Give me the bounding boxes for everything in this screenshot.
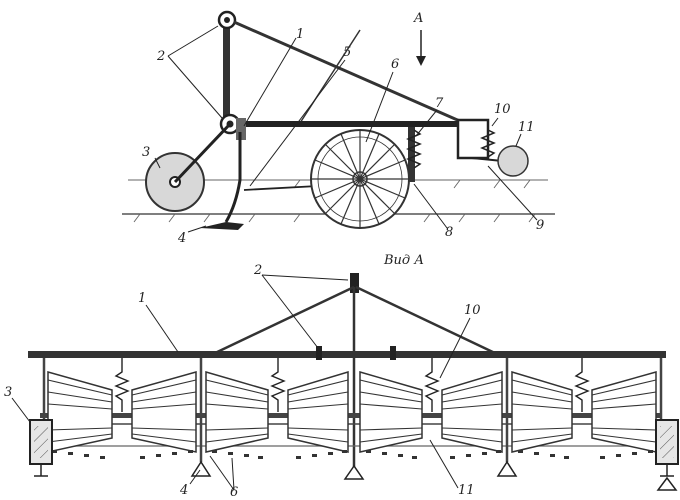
disc-battery-3	[205, 371, 269, 453]
drawbar-right	[355, 285, 498, 356]
callout-5-side: 5	[343, 45, 352, 60]
view-arrow-label: A	[414, 11, 424, 26]
plan-hitch-block	[350, 273, 359, 293]
sweep-share	[200, 222, 244, 230]
traction-rod	[243, 185, 319, 191]
side-view	[122, 10, 555, 233]
roller-11	[497, 145, 529, 177]
shank	[224, 132, 242, 223]
callout-11-side: 11	[518, 120, 535, 135]
beam-clamp-right	[390, 346, 396, 360]
callout-3-side: 3	[142, 145, 151, 160]
plan-support-wheel-right	[655, 419, 679, 477]
plan-view-title: Вид А	[384, 253, 425, 268]
callout-1-plan: 1	[138, 291, 147, 306]
callout-3-plan: 3	[4, 385, 13, 400]
disc-battery-5	[359, 371, 423, 453]
share-row	[52, 450, 653, 459]
main-frame	[230, 121, 460, 127]
mast	[223, 20, 230, 132]
beam-clamp-left	[316, 346, 322, 360]
disc-battery-8	[591, 371, 657, 453]
plan-support-wheel-left	[29, 419, 53, 477]
disc-battery-1	[47, 371, 113, 453]
disc-rotor	[310, 129, 410, 229]
callout-9-side: 9	[536, 218, 545, 233]
callout-10-plan: 10	[464, 303, 481, 318]
plan-springs	[114, 358, 590, 412]
callout-6-plan: 6	[230, 485, 239, 500]
callout-2-side: 2	[157, 49, 166, 64]
wheel-arm	[173, 122, 232, 184]
upper-stay	[233, 20, 463, 124]
plan-leader-lines	[11, 274, 471, 491]
disc-batteries	[47, 370, 657, 453]
top-pulley	[217, 10, 237, 30]
leader-lines	[154, 25, 538, 233]
lower-tie-bar	[40, 413, 660, 418]
view-arrow	[416, 30, 426, 66]
spring-7	[406, 127, 422, 182]
drawbar-left	[212, 285, 355, 356]
callout-2-plan: 2	[254, 263, 263, 278]
plan-view	[11, 273, 679, 491]
disc-battery-4	[287, 370, 349, 453]
callout-4-plan: 4	[180, 483, 189, 498]
callout-8-side: 8	[445, 225, 454, 240]
diagonal-stay	[299, 29, 361, 124]
plan-sweep-shares	[190, 460, 678, 491]
disc-battery-7	[511, 370, 573, 453]
callout-10-side: 10	[494, 102, 511, 117]
callout-7-side: 7	[435, 96, 444, 111]
callout-6-side: 6	[391, 57, 400, 72]
callout-1-side: 1	[296, 27, 305, 42]
callout-4-side: 4	[178, 231, 187, 246]
callout-11-plan: 11	[458, 483, 475, 498]
disc-battery-6	[441, 370, 503, 453]
spring-10	[480, 129, 496, 158]
plan-main-beam	[28, 351, 666, 358]
disc-battery-2	[131, 371, 197, 453]
